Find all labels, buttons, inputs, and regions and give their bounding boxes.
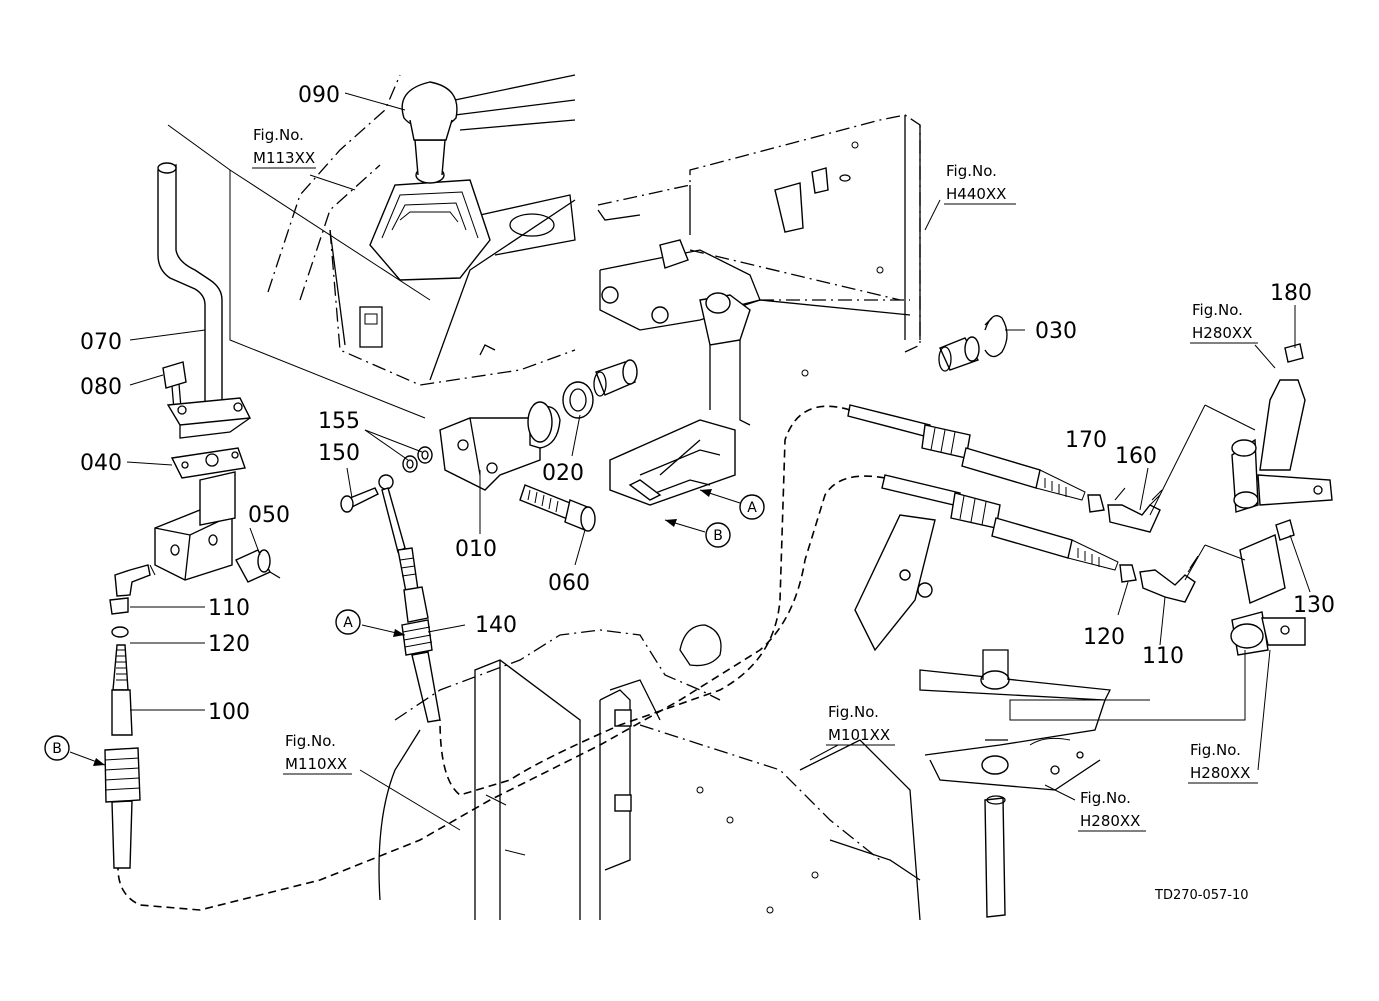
marker-b-lower: B	[44, 735, 70, 761]
fig-ref-title: Fig.No.	[253, 126, 304, 144]
callout-140: 140	[475, 613, 517, 638]
nut-170	[1087, 494, 1105, 513]
elbow-fitting-110a	[114, 564, 156, 597]
lower-lever	[1230, 534, 1306, 656]
bush	[593, 359, 638, 397]
fig-ref-title: Fig.No.	[285, 732, 336, 750]
upper-lever	[1231, 379, 1333, 513]
marker-a-lower: A	[335, 609, 361, 635]
callout-150: 150	[318, 441, 360, 466]
drawing-reference: TD270-057-10	[1154, 888, 1249, 903]
lever-bracket-010	[439, 401, 561, 491]
lower-right-cable	[881, 474, 1119, 571]
cable-routing	[117, 405, 886, 911]
marker-b-lower-label: B	[52, 741, 62, 757]
fig-ref-m113xx: Fig.No. M113XX	[252, 126, 316, 169]
bolt-080	[162, 361, 187, 411]
callout-160: 160	[1115, 444, 1157, 469]
leader-lines	[126, 92, 1311, 831]
fig-ref-h440xx: Fig.No. H440XX	[944, 162, 1016, 205]
callout-180: 180	[1270, 281, 1312, 306]
fig-ref-title: Fig.No.	[828, 703, 879, 721]
nut-180	[1284, 343, 1304, 363]
callout-050: 050	[248, 503, 290, 528]
nut-130	[1275, 519, 1295, 541]
fig-ref-code: H440XX	[946, 185, 1006, 203]
stirrup-bracket	[609, 419, 736, 506]
callout-100: 100	[208, 700, 250, 725]
fig-ref-title: Fig.No.	[1080, 789, 1131, 807]
fig-ref-code: M110XX	[285, 755, 347, 773]
nut-120b	[1119, 564, 1137, 583]
marker-a-upper: A	[739, 494, 765, 520]
callout-030: 030	[1035, 319, 1077, 344]
fig-ref-h280xx-right: Fig.No. H280XX	[1188, 741, 1258, 784]
fig-ref-h280xx-bottom: Fig.No. H280XX	[1078, 789, 1146, 832]
washer-020	[562, 381, 594, 419]
block	[154, 471, 236, 581]
marker-a-upper-label: A	[747, 500, 757, 516]
marker-b-upper-label: B	[713, 528, 723, 544]
fig-ref-title: Fig.No.	[946, 162, 997, 180]
fig-ref-code: H280XX	[1192, 324, 1252, 342]
fig-ref-code: M101XX	[828, 726, 890, 744]
fig-ref-m101xx: Fig.No. M101XX	[826, 703, 895, 746]
callout-010: 010	[455, 537, 497, 562]
callout-120-right: 120	[1083, 625, 1125, 650]
washer-120	[111, 626, 129, 638]
callout-070: 070	[80, 330, 122, 355]
frame-bracket	[597, 114, 921, 426]
bolt-150	[340, 487, 379, 513]
callout-170: 170	[1065, 428, 1107, 453]
callout-080: 080	[80, 375, 122, 400]
marker-a-lower-label: A	[343, 615, 353, 631]
callout-155: 155	[318, 409, 360, 434]
marker-arrows	[69, 489, 741, 766]
callout-labels: 090 070 080 040 050 110 120 100 155 150 …	[80, 83, 1335, 725]
fig-ref-code: M113XX	[253, 149, 315, 167]
marker-b-upper: B	[705, 522, 731, 548]
lower-frame	[378, 624, 921, 921]
fig-ref-code: H280XX	[1080, 812, 1140, 830]
callout-110-right: 110	[1142, 644, 1184, 669]
plate-040	[166, 397, 252, 479]
shift-knob-090	[369, 81, 491, 281]
console-housing	[267, 74, 576, 386]
fig-ref-h280xx-top: Fig.No. H280XX	[1190, 301, 1258, 344]
bolt-060	[519, 484, 596, 532]
elbow-fitting-160	[1107, 489, 1163, 533]
fig-ref-code: H280XX	[1190, 764, 1250, 782]
callout-020: 020	[542, 461, 584, 486]
fig-ref-m110xx: Fig.No. M110XX	[283, 732, 352, 775]
fig-ref-title: Fig.No.	[1192, 301, 1243, 319]
cable-140	[378, 474, 441, 723]
bush-050	[235, 549, 281, 583]
callout-120-left: 120	[208, 632, 250, 657]
elbow-fitting-110b	[1139, 555, 1199, 603]
cable-100	[104, 644, 141, 869]
callout-060: 060	[548, 571, 590, 596]
callout-040: 040	[80, 451, 122, 476]
nut-110	[109, 597, 129, 615]
washers-155	[402, 446, 433, 473]
callout-110-left: 110	[208, 596, 250, 621]
pedal-mount	[854, 514, 1112, 918]
callout-130: 130	[1293, 593, 1335, 618]
upper-right-cable	[847, 404, 1086, 501]
callout-090: 090	[298, 83, 340, 108]
bush-030	[938, 315, 1008, 372]
fig-ref-title: Fig.No.	[1190, 741, 1241, 759]
